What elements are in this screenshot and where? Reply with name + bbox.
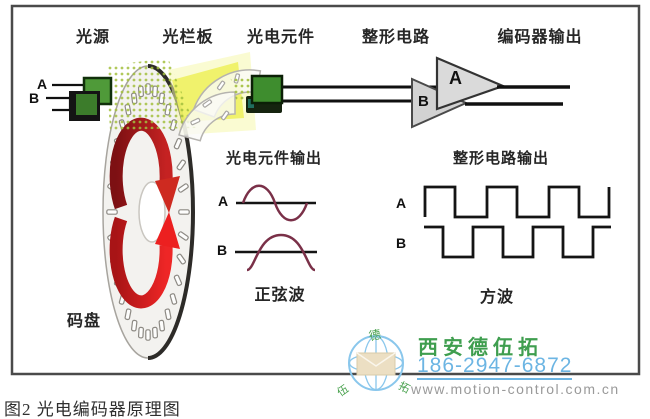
amplifier-a-triangle [435,56,507,111]
square-waves [423,185,611,259]
disc-slot [152,326,159,339]
watermark-globe-icon: 德 伍 拓 [335,326,413,399]
disc-slot [173,137,183,150]
disc-slot [176,159,187,171]
photoelectric-element [246,74,446,113]
square-a-label: A [396,195,407,211]
sine-section-title: 光电元件输出 [225,150,323,167]
source-channel-b-label: B [29,90,40,106]
diagram-border [10,4,641,376]
label-encoder-output: 编码器输出 [497,29,583,46]
square-b-label: B [396,235,407,251]
rotation-arrowhead-top [155,176,180,213]
code-disc-label: 码盘 [66,313,102,330]
label-photo-element: 光电元件 [246,29,316,46]
disc-slot [130,319,138,332]
watermark-phone: 186-2947-6872 [417,354,573,380]
disc-slot [124,308,132,321]
disc-slot [106,209,118,215]
disc-slot [137,326,144,339]
sine-caption: 正弦波 [254,287,306,304]
disc-slot [145,329,151,341]
square-b-wave [424,225,611,259]
sine-b-wave [246,233,316,272]
light-source [46,76,113,121]
square-a-wave [423,185,611,219]
sine-a-wave [241,184,309,222]
amplifier-a-label: A [449,68,462,88]
rotation-arrow-bottom [109,216,173,309]
shaping-circuit [411,56,570,129]
disc-slot [173,274,183,287]
disc-slot [177,183,189,193]
square-caption: 方波 [479,289,515,306]
label-grating-plate: 光栏板 [162,29,214,46]
sine-b-label: B [217,242,228,258]
photoelectric-sensor-block [250,74,284,105]
sine-a-label: A [218,193,229,209]
disc-slot [169,293,178,305]
sine-waves [235,184,317,272]
disc-slot [164,308,172,321]
disc-slot [177,231,189,241]
watermark-url: www.motion-control.com.cn [411,381,620,397]
light-dots-left [106,58,196,130]
disc-slot [158,319,166,332]
disc-slot [176,253,187,265]
disc-slot [178,209,190,215]
light-source-block-b [76,94,97,115]
envelope-icon [356,352,396,376]
logo-char-2: 伍 [335,382,351,399]
logo-char-1: 德 [367,326,382,343]
amplifier-b-label: B [418,93,429,110]
source-channel-a-label: A [37,76,48,92]
rotation-arrowhead-bottom [155,212,180,249]
figure-caption: 图2 光电编码器原理图 [4,400,181,419]
watermark-brand: 西安德伍拓 [418,337,543,359]
disc-hub [138,181,166,243]
square-section-title: 整形电路输出 [452,150,550,167]
label-shaping-circuit: 整形电路 [361,29,431,46]
label-light-source: 光源 [75,29,111,46]
